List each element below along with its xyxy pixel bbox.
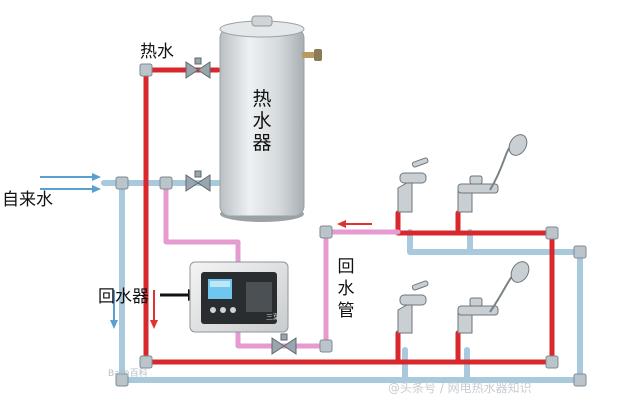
- cold-down-arrow: [110, 290, 118, 329]
- hot-water-label: 热水: [140, 42, 174, 62]
- upper-basin-faucet: [397, 157, 429, 213]
- lower-basin-faucet: [397, 280, 429, 334]
- device-brand-label: 三葉: [266, 312, 280, 321]
- upper-shower-mixer: [457, 134, 528, 213]
- hot-outlet-valve: [185, 57, 211, 79]
- tap-water-label: 自来水: [2, 190, 53, 210]
- heater-label-char-3: 器: [252, 132, 271, 154]
- return-pipe-label-char-3: 管: [338, 301, 355, 321]
- watermark-right: @头条号 / 网电热水器知识: [388, 381, 532, 395]
- water-heater-tank: [219, 15, 322, 222]
- heater-label-char-2: 水: [252, 110, 271, 132]
- valves: [185, 57, 297, 355]
- pipe-fittings: [115, 63, 587, 387]
- inlet-arrow: [40, 173, 101, 193]
- return-left-arrow: [337, 220, 372, 228]
- return-pipe-label-char-1: 回: [338, 257, 355, 277]
- cold-inlet-valve: [185, 170, 211, 192]
- heater-label-char-1: 热: [252, 88, 271, 110]
- return-pipe-label-char-2: 水: [338, 279, 355, 299]
- hot-down-arrow: [150, 290, 158, 329]
- lower-shower-mixer: [457, 261, 530, 334]
- return-device-label: 回水器: [98, 287, 149, 307]
- return-water-device: [189, 261, 289, 333]
- watermark-left: Bai⊕百科: [108, 367, 148, 379]
- return-line-valve: [271, 333, 297, 355]
